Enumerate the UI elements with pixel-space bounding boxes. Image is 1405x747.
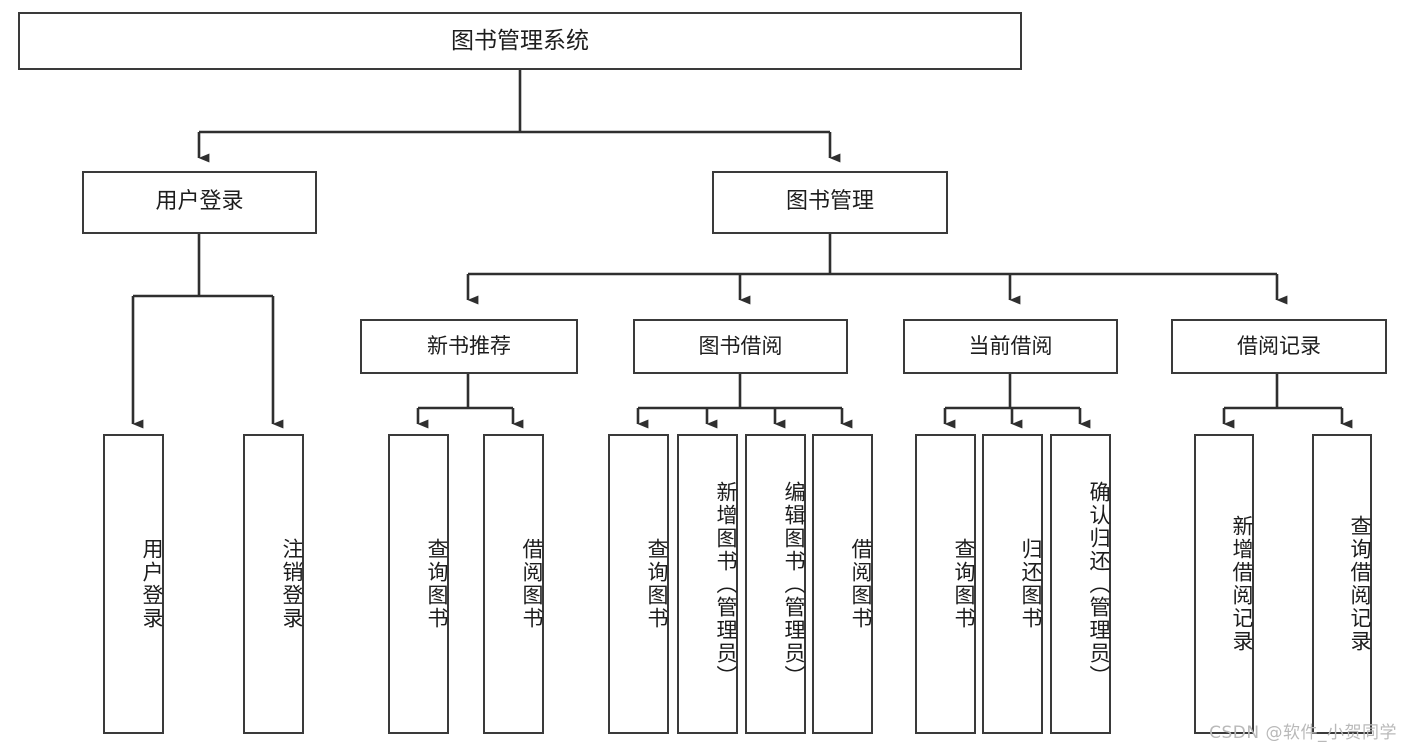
leaf-recommend-borrow-book[interactable]: 借阅图书 bbox=[483, 434, 544, 734]
node-current-borrow[interactable]: 当前借阅 bbox=[903, 319, 1118, 374]
leaf-current-query-book-label: 查询图书 bbox=[952, 538, 976, 630]
leaf-current-query-book[interactable]: 查询图书 bbox=[915, 434, 976, 734]
leaf-current-return-book-label: 归还图书 bbox=[1019, 538, 1043, 630]
node-borrow-record-label: 借阅记录 bbox=[1237, 333, 1321, 358]
node-book-management-label: 图书管理 bbox=[785, 189, 874, 215]
leaf-user-logout-label: 注销登录 bbox=[280, 538, 304, 630]
node-user-login[interactable]: 用户登录 bbox=[82, 171, 317, 234]
node-root[interactable]: 图书管理系统 bbox=[18, 12, 1022, 70]
node-book-borrow[interactable]: 图书借阅 bbox=[633, 319, 848, 374]
node-user-login-label: 用户登录 bbox=[155, 189, 244, 215]
leaf-recommend-query-book[interactable]: 查询图书 bbox=[388, 434, 449, 734]
leaf-record-query-record-label: 查询借阅记录 bbox=[1348, 515, 1372, 653]
leaf-current-return-book[interactable]: 归还图书 bbox=[982, 434, 1043, 734]
leaf-user-login-label: 用户登录 bbox=[140, 538, 164, 630]
leaf-user-login[interactable]: 用户登录 bbox=[103, 434, 164, 734]
leaf-borrow-edit-book-admin[interactable]: 编辑图书（管理员） bbox=[745, 434, 806, 734]
leaf-current-confirm-return-admin[interactable]: 确认归还（管理员） bbox=[1050, 434, 1111, 734]
node-current-borrow-label: 当前借阅 bbox=[968, 333, 1053, 358]
node-book-borrow-label: 图书借阅 bbox=[698, 333, 783, 358]
node-root-label: 图书管理系统 bbox=[451, 27, 589, 54]
leaf-borrow-borrow-book-label: 借阅图书 bbox=[849, 538, 873, 630]
node-borrow-record[interactable]: 借阅记录 bbox=[1171, 319, 1387, 374]
leaf-borrow-add-book-admin-label: 新增图书（管理员） bbox=[714, 480, 738, 688]
leaf-recommend-borrow-book-label: 借阅图书 bbox=[520, 538, 544, 630]
leaf-current-confirm-return-admin-label: 确认归还（管理员） bbox=[1087, 480, 1111, 688]
leaf-record-add-record[interactable]: 新增借阅记录 bbox=[1194, 434, 1254, 734]
leaf-record-query-record[interactable]: 查询借阅记录 bbox=[1312, 434, 1372, 734]
leaf-user-logout[interactable]: 注销登录 bbox=[243, 434, 304, 734]
leaf-record-add-record-label: 新增借阅记录 bbox=[1230, 515, 1254, 653]
leaf-borrow-borrow-book[interactable]: 借阅图书 bbox=[812, 434, 873, 734]
node-book-management[interactable]: 图书管理 bbox=[712, 171, 948, 234]
leaf-borrow-add-book-admin[interactable]: 新增图书（管理员） bbox=[677, 434, 738, 734]
leaf-borrow-edit-book-admin-label: 编辑图书（管理员） bbox=[782, 480, 806, 688]
node-new-book-recommend-label: 新书推荐 bbox=[427, 333, 511, 358]
leaf-borrow-query-book-label: 查询图书 bbox=[645, 538, 669, 630]
node-new-book-recommend[interactable]: 新书推荐 bbox=[360, 319, 578, 374]
leaf-recommend-query-book-label: 查询图书 bbox=[425, 538, 449, 630]
watermark-text: CSDN @软件_小贺同学 bbox=[1209, 723, 1397, 743]
leaf-borrow-query-book[interactable]: 查询图书 bbox=[608, 434, 669, 734]
